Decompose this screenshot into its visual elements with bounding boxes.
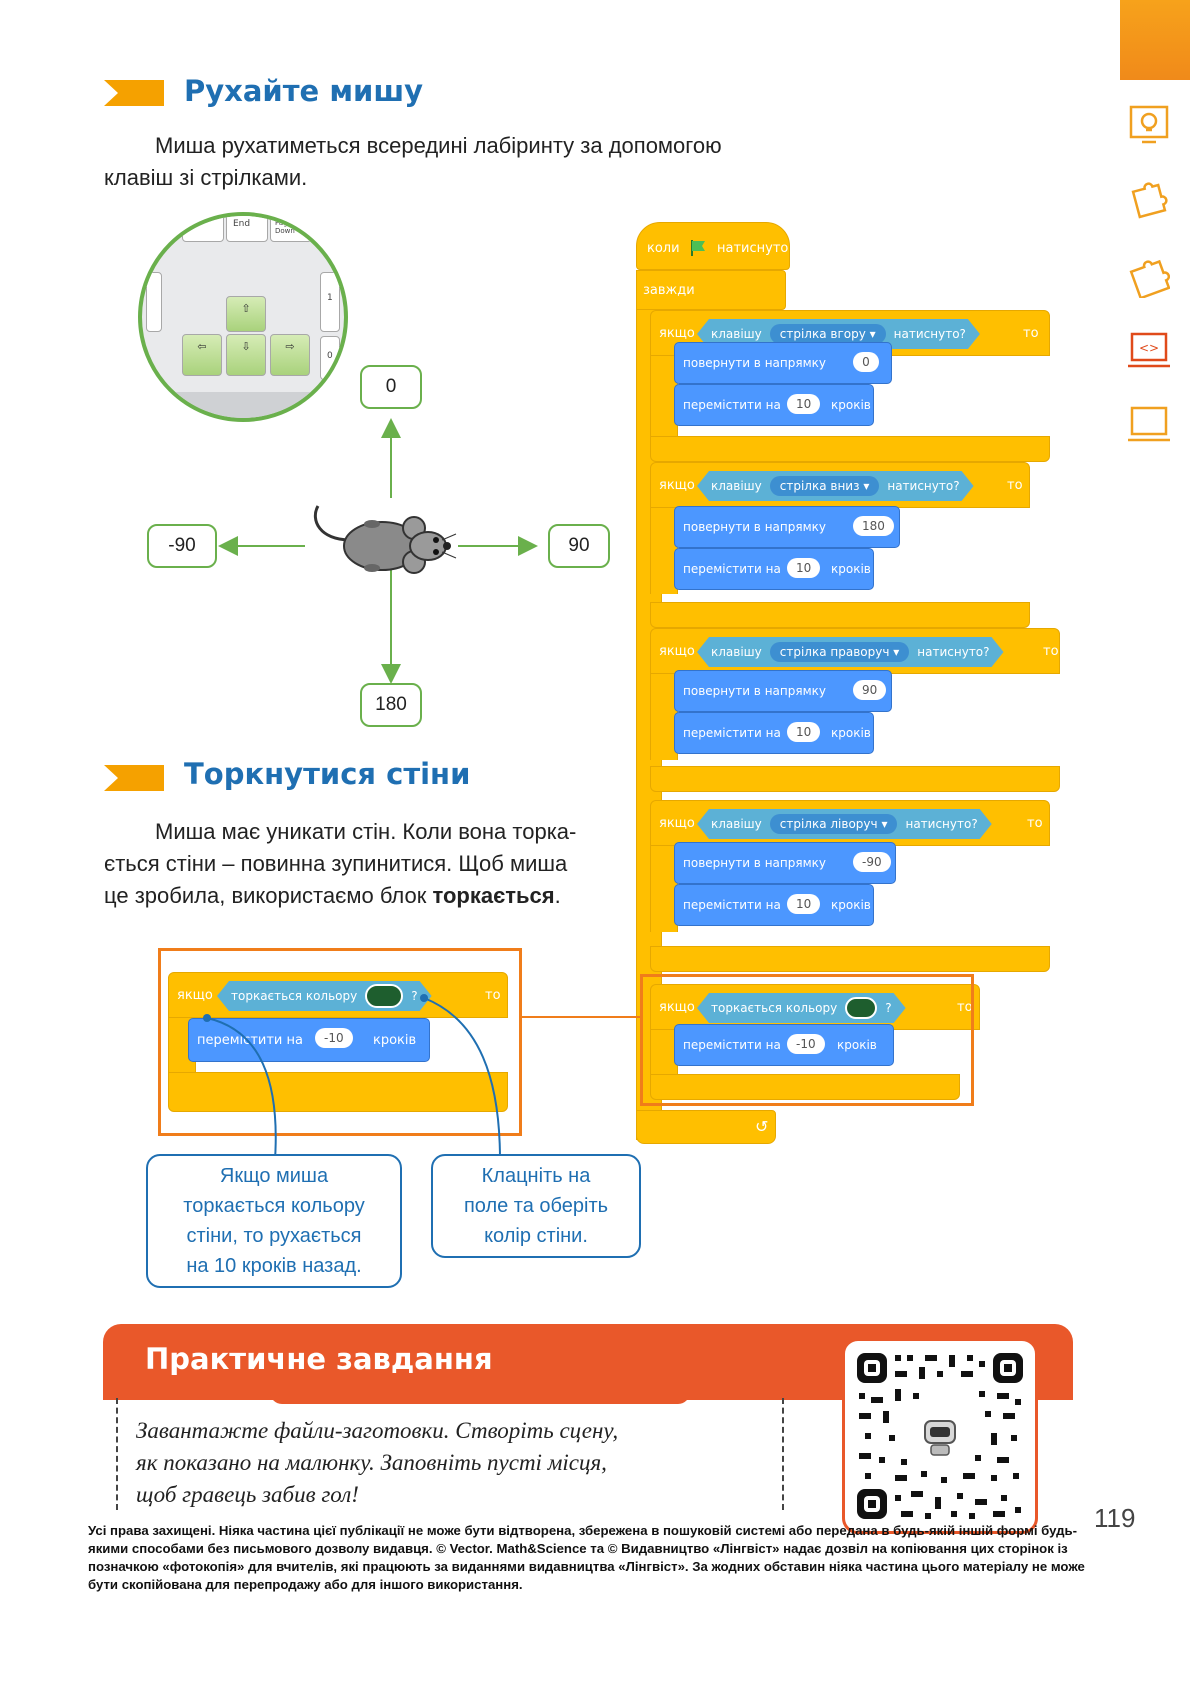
touching-color-condition[interactable]: торкається кольору ? (697, 993, 906, 1023)
qr-code-icon (855, 1351, 1025, 1521)
wall-para-line-1: Миша має уникати стін. Коли вона торка- (155, 819, 577, 844)
if-right-block[interactable]: якщо клавішу стрілка праворуч ▾ натиснут… (650, 628, 1060, 674)
keyboard-illustration: End Page Down 1 0 ⇧ ⇦ ⇩ ⇨ (138, 212, 348, 422)
corner-tab (1120, 0, 1190, 80)
arrow-up-key: ⇧ (226, 296, 266, 332)
move-block[interactable]: перемістити на 10 кроків (674, 548, 874, 590)
laptop-icon (1128, 404, 1170, 446)
key-dropdown[interactable]: стрілка вгору ▾ (770, 324, 886, 344)
intro-line-1: Миша рухатиметься всередині лабіринту за… (155, 133, 722, 158)
intro-line-2: клавіш зі стрілками. (104, 165, 308, 190)
move-back-block[interactable]: перемістити на -10 кроків (674, 1024, 894, 1066)
arrow-left-key: ⇦ (182, 334, 222, 376)
practical-task-box: Завантажте файли-заготовки. Створіть сце… (116, 1398, 784, 1510)
arrow-down-key: ⇩ (226, 334, 266, 376)
practical-line-2: як показано на малюнку. Заповніть пусті … (136, 1450, 607, 1475)
key-dropdown[interactable]: стрілка вниз ▾ (770, 476, 880, 496)
key-blank (182, 216, 224, 242)
direction-arrows (218, 418, 538, 684)
section-flag-icon (104, 80, 164, 106)
practical-line-1: Завантажте файли-заготовки. Створіть сце… (136, 1418, 619, 1443)
wall-para-line-3: це зробила, використаємо блок торкається… (104, 883, 561, 908)
when-flag-clicked-block[interactable]: коли натиснуто (636, 222, 790, 270)
highlight-frame-left (158, 948, 522, 1136)
direction-right-box: 90 (548, 524, 610, 568)
color-swatch[interactable] (365, 984, 403, 1008)
lightbulb-icon (1128, 104, 1170, 146)
key-pressed-condition[interactable]: клавішу стрілка праворуч ▾ натиснуто? (697, 637, 1004, 667)
practical-line-3: щоб гравець забив гол! (136, 1482, 359, 1507)
touching-example-script: якщо торкається кольору ? то перемістити… (168, 972, 514, 1122)
section-flag-icon-2 (104, 765, 164, 791)
callout-touch-explanation: Якщо миша торкається кольору стіни, то р… (146, 1154, 402, 1288)
qr-code[interactable] (842, 1338, 1038, 1534)
highlight-frame-right (640, 974, 974, 1106)
key-numpad-1: 1 (320, 272, 340, 332)
puzzle-icon-2 (1128, 256, 1171, 300)
svg-text:<>: <> (1139, 341, 1159, 355)
turn-block[interactable]: повернути в напрямку 90 (674, 670, 892, 712)
code-laptop-icon: <> (1128, 330, 1170, 372)
key-page-down: Page Down (270, 216, 312, 242)
callout-choose-color: Клацніть на поле та оберіть колір стіни. (431, 1154, 641, 1258)
move-block[interactable]: перемістити на 10 кроків (674, 384, 874, 426)
move-block[interactable]: перемістити на 10 кроків (674, 884, 874, 926)
puzzle-icon (1128, 180, 1170, 222)
section-title-touch-wall: Торкнутися стіни (184, 757, 471, 791)
direction-up-box: 0 (360, 365, 422, 409)
key-edge-left (146, 272, 162, 332)
if-touching-block[interactable]: якщо торкається кольору ? то (168, 972, 508, 1018)
mouse-sprite-icon (313, 505, 457, 574)
turn-block[interactable]: повернути в напрямку 180 (674, 506, 900, 548)
loop-arrow-icon: ↺ (755, 1117, 769, 1136)
color-swatch[interactable] (845, 997, 877, 1019)
direction-left-box: -90 (147, 524, 217, 568)
forever-end: ↺ (636, 1110, 776, 1144)
touching-color-condition[interactable]: торкається кольору ? (217, 981, 432, 1011)
key-dropdown[interactable]: стрілка праворуч ▾ (770, 642, 910, 662)
key-pressed-condition[interactable]: клавішу стрілка вниз ▾ натиснуто? (697, 471, 974, 501)
forever-block[interactable]: завжди (636, 270, 786, 310)
green-flag-icon (691, 240, 705, 256)
bold-touching: торкається (432, 883, 555, 908)
turn-block[interactable]: повернути в напрямку -90 (674, 842, 896, 884)
page-number: 119 (1094, 1503, 1136, 1533)
turn-block[interactable]: повернути в напрямку 0 (674, 342, 892, 384)
key-dropdown[interactable]: стрілка ліворуч ▾ (770, 814, 898, 834)
direction-down-box: 180 (360, 683, 422, 727)
copyright-footer: Усі права захищені. Ніяка частина цієї п… (88, 1523, 1085, 1592)
key-end: End (226, 216, 268, 242)
section-title-move-mouse: Рухайте мишу (184, 74, 424, 108)
if-left-block[interactable]: якщо клавішу стрілка ліворуч ▾ натиснуто… (650, 800, 1050, 846)
key-pressed-condition[interactable]: клавішу стрілка ліворуч ▾ натиснуто? (697, 809, 992, 839)
practical-task-title: Практичне завдання (145, 1342, 493, 1376)
move-block[interactable]: перемістити на 10 кроків (674, 712, 874, 754)
scratch-script: коли натиснуто завжди ↺ якщо клавішу стр… (630, 210, 1070, 1160)
arrow-right-key: ⇨ (270, 334, 310, 376)
wall-para-line-2: ється стіни – повинна зупинитися. Щоб ми… (104, 851, 568, 876)
key-numpad-0: 0 (320, 336, 340, 380)
